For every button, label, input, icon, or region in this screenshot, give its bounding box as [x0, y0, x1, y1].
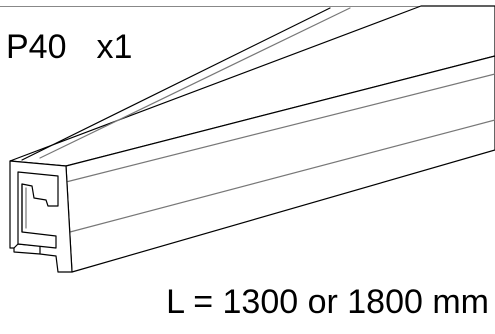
part-label: P40 x1 [6, 28, 132, 66]
profile-side-groove [65, 73, 495, 183]
profile-top-groove-2 [39, 7, 351, 159]
part-quantity: x1 [96, 28, 133, 66]
profile-top-groove [21, 7, 331, 161]
profile-lip [13, 247, 41, 255]
profile-side-groove-2 [69, 119, 495, 233]
length-dimension: L = 1300 or 1800 mm [166, 283, 489, 321]
top-border-line [0, 6, 495, 7]
part-code: P40 [6, 28, 67, 66]
profile-channel [17, 171, 59, 249]
